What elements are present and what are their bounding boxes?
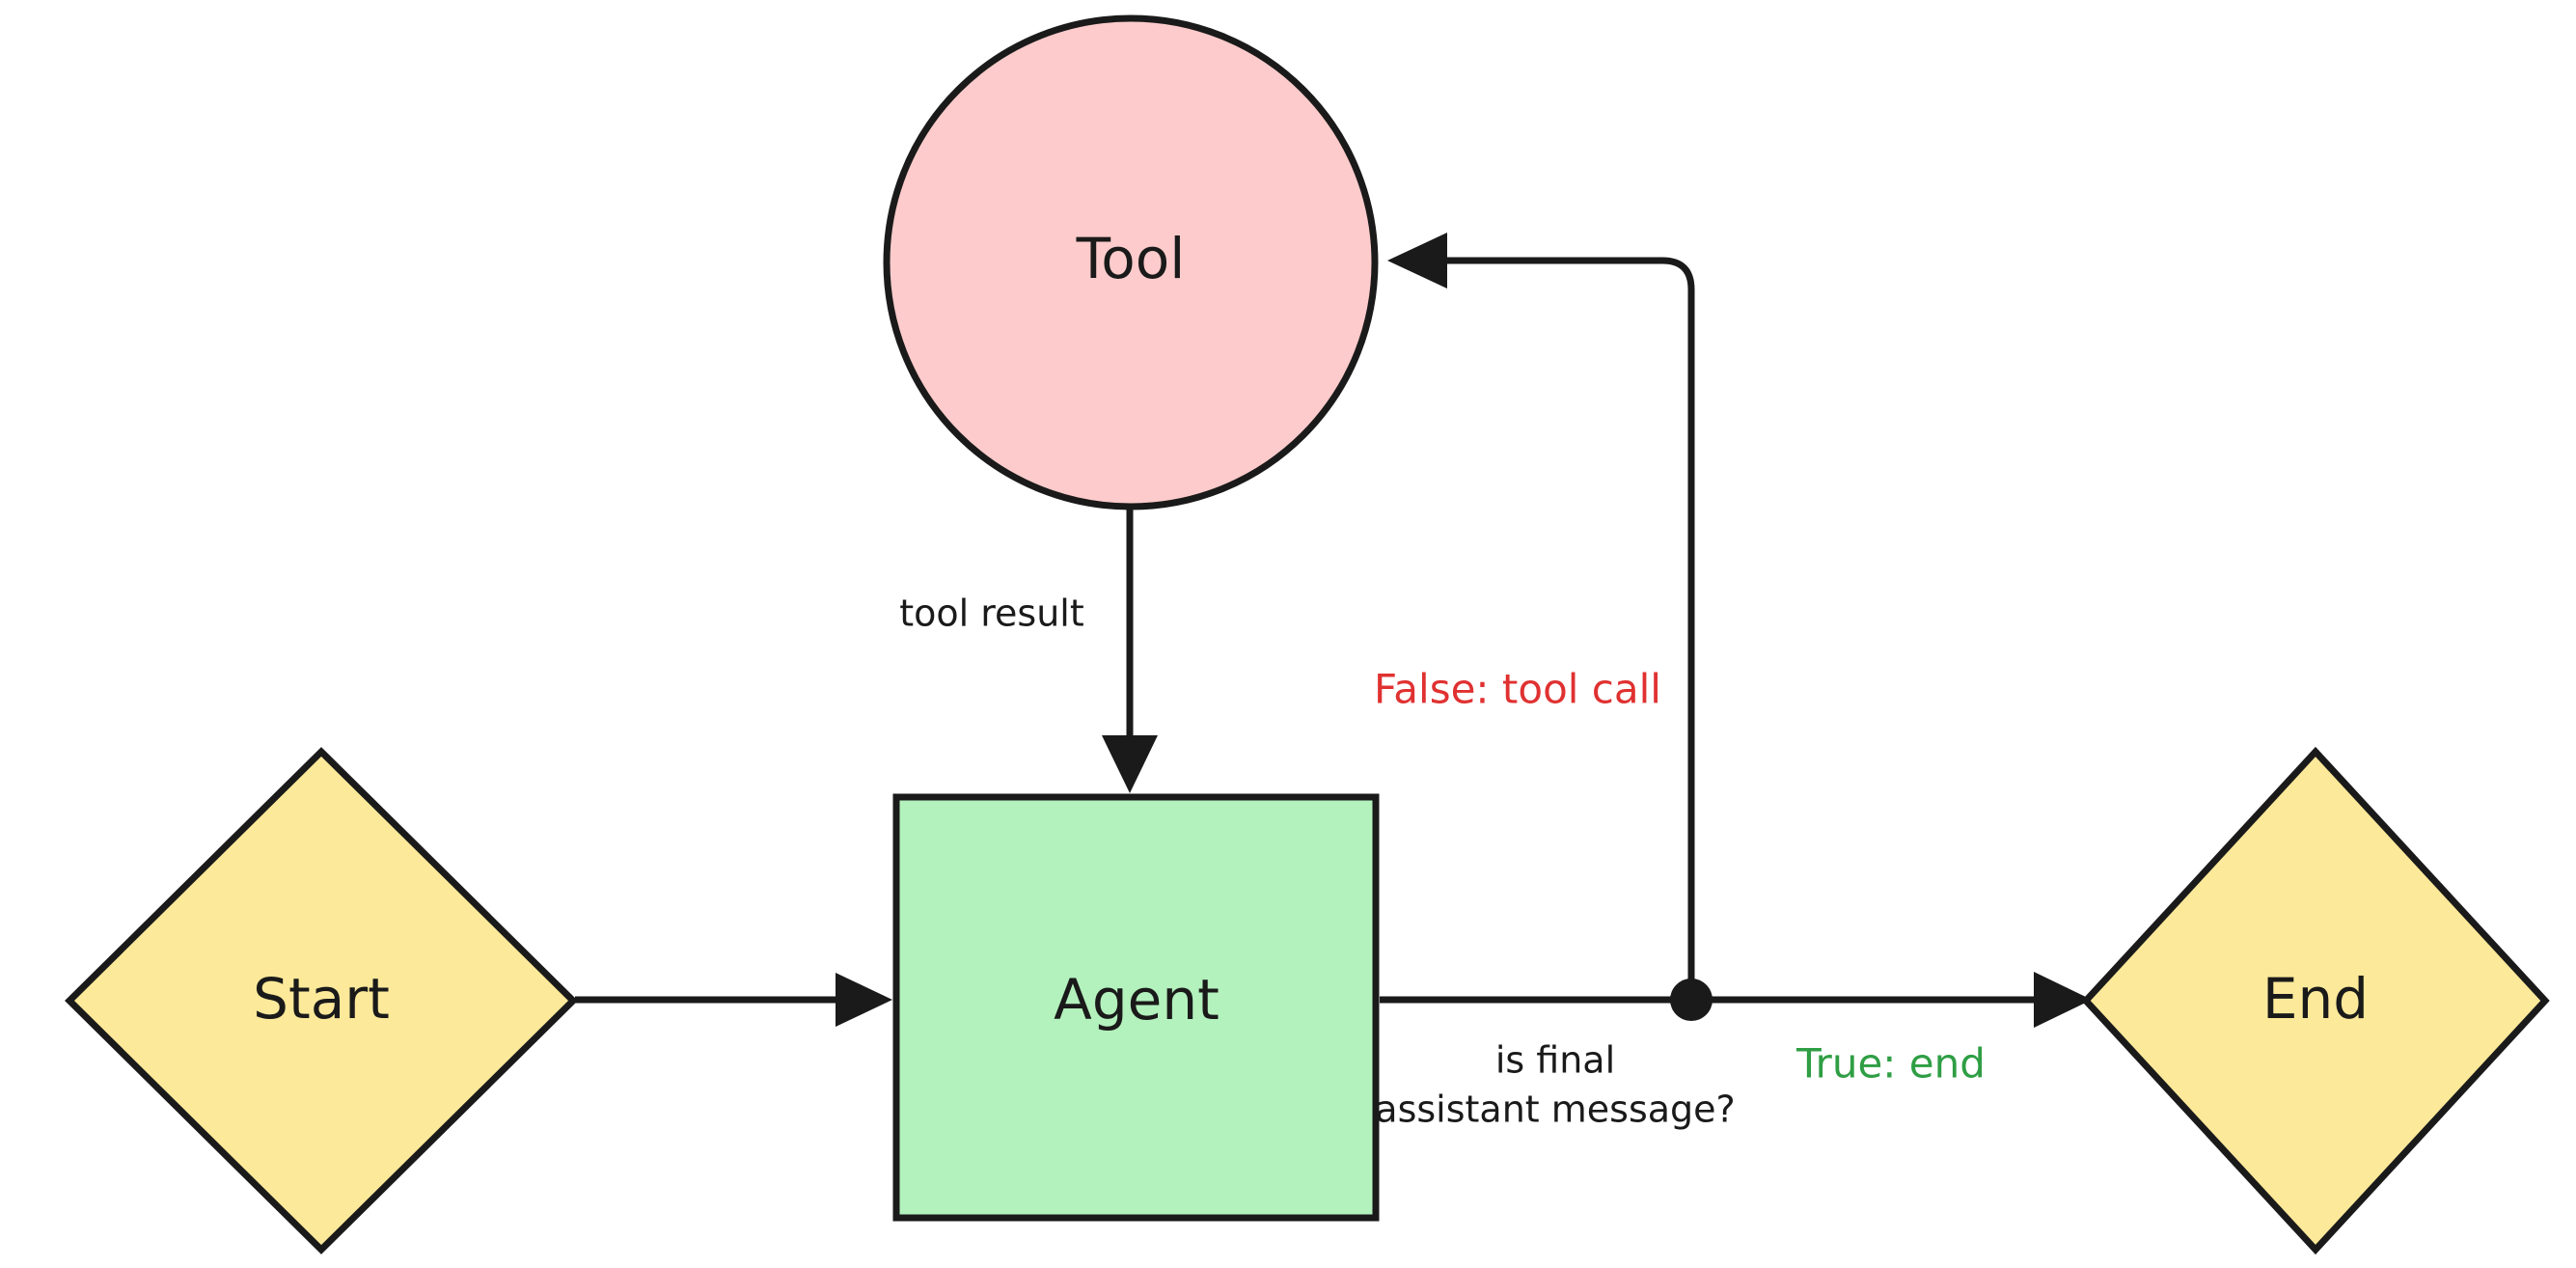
- edge-label-condition-line1: is final: [1495, 1039, 1615, 1082]
- start-diamond-shape[interactable]: [65, 747, 578, 1254]
- edge-tool-to-agent-arrowhead: [1102, 735, 1158, 793]
- tool-label: Tool: [1076, 226, 1186, 291]
- edge-agent-to-tool-arrowhead: [1387, 233, 1447, 289]
- edge-agent-to-tool-line: [1447, 257, 1695, 1000]
- start-label: Start: [253, 966, 390, 1032]
- node-end[interactable]: End: [2081, 746, 2550, 1255]
- node-start[interactable]: Start: [65, 747, 578, 1254]
- agent-box-shape[interactable]: [892, 793, 1380, 1222]
- edge-start-to-agent-arrowhead: [836, 973, 892, 1027]
- edge-start-to-agent: [575, 973, 892, 1027]
- branch-junction-dot: [1670, 979, 1713, 1021]
- edge-tool-to-agent: [1102, 504, 1158, 793]
- edge-agent-to-end-arrowhead: [2034, 972, 2092, 1028]
- edge-label-true-end: True: end: [1795, 1040, 1986, 1088]
- edge-agent-to-tool: [1387, 233, 1695, 1000]
- end-diamond-shape[interactable]: [2081, 746, 2550, 1255]
- agent-label: Agent: [1054, 967, 1219, 1033]
- node-tool[interactable]: Tool: [883, 14, 1379, 510]
- edge-agent-to-end: [1380, 972, 2092, 1028]
- edge-label-false-tool-call: False: tool call: [1374, 666, 1661, 713]
- edge-label-tool-result: tool result: [899, 593, 1084, 635]
- edge-label-condition-line2: assistant message?: [1375, 1089, 1735, 1131]
- node-agent[interactable]: Agent: [892, 793, 1380, 1222]
- tool-circle-shape[interactable]: [883, 14, 1379, 510]
- end-label: End: [2262, 966, 2369, 1032]
